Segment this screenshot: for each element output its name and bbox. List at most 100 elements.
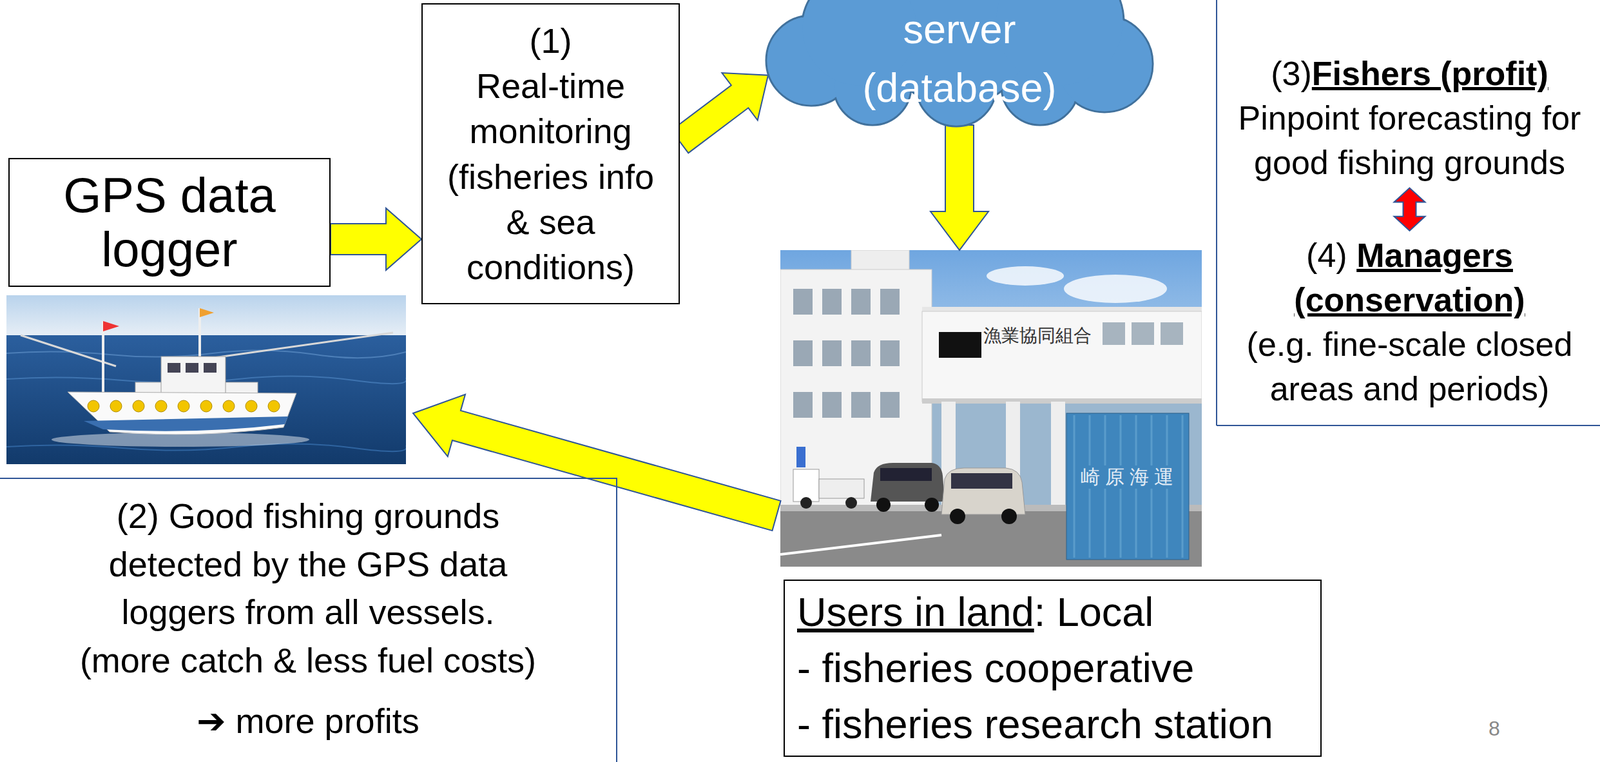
text-line: (2) Good fishing grounds detected by the…	[0, 491, 617, 637]
text-line: (more catch & less fuel costs)	[0, 636, 617, 685]
panel-border	[1215, 0, 1218, 426]
text-line: GPS data logger	[19, 168, 319, 276]
window	[185, 362, 199, 373]
window	[880, 340, 900, 367]
wheel	[924, 497, 939, 512]
node-text: Fishers (profit)	[1311, 54, 1549, 93]
window	[793, 340, 813, 367]
cloud-node: server (database)	[762, 0, 1157, 128]
car	[941, 467, 1026, 515]
truck-cab	[793, 469, 820, 502]
node-text: Pinpoint forecasting for good fishing gr…	[1238, 99, 1582, 182]
sea	[6, 335, 406, 464]
wheel	[800, 496, 812, 509]
window	[851, 288, 871, 315]
window	[1131, 322, 1155, 345]
node-text: Users in land	[797, 588, 1035, 635]
page-number: 8	[1488, 716, 1501, 741]
windows	[793, 288, 900, 418]
flag	[103, 320, 120, 332]
node-text: 漁業協同組合	[983, 324, 1092, 347]
node-text: (1)	[529, 21, 573, 60]
wheel	[845, 496, 858, 509]
fender	[222, 400, 235, 412]
car	[870, 462, 945, 502]
node-text: 崎原海運	[1079, 465, 1180, 489]
facade	[922, 311, 1202, 402]
window	[880, 391, 900, 418]
window	[793, 288, 813, 315]
node-text: (more catch & less fuel costs)	[79, 640, 537, 680]
window	[793, 391, 813, 418]
boat-photo	[6, 295, 406, 464]
node-text: Real-time monitoring (fisheries info & s…	[447, 66, 655, 287]
column	[1050, 401, 1066, 508]
node-text: (2) Good fishing grounds detected by the…	[98, 491, 518, 637]
sky	[6, 295, 406, 336]
hull	[67, 391, 297, 435]
window	[822, 391, 842, 418]
text-node: (4)Managers (conservation)(e.g. fine-sca…	[1224, 233, 1595, 412]
node-text: (e.g. fine-scale closed areas and period…	[1246, 325, 1573, 408]
block-arrow	[671, 72, 769, 153]
text-line: (3)Fishers (profit)	[1229, 51, 1590, 97]
building-photo	[780, 250, 1202, 567]
block-arrow	[930, 125, 989, 251]
block-arrow	[330, 208, 422, 270]
building-block	[780, 269, 932, 508]
panel-border	[1216, 424, 1600, 426]
text-panel: (2) Good fishing grounds detected by the…	[0, 477, 618, 762]
node-text: - fisheries research station	[797, 701, 1274, 747]
fender	[245, 400, 258, 412]
outrigger-pole	[20, 335, 116, 367]
text-line: ➔ more profits	[0, 696, 617, 745]
car-window	[880, 467, 932, 481]
node-text: (3)	[1270, 54, 1312, 93]
node-text: GPS data logger	[63, 167, 276, 277]
text-line: Pinpoint forecasting for good fishing gr…	[1229, 96, 1590, 185]
outrigger-pole	[199, 332, 394, 360]
flag	[199, 308, 214, 318]
text-line: (e.g. fine-scale closed areas and period…	[1229, 322, 1590, 412]
road-marking	[780, 534, 942, 555]
process-box: Users in land: Local- fisheries cooperat…	[783, 579, 1322, 757]
cloud	[986, 266, 1064, 286]
fenders	[87, 400, 280, 412]
sign-post	[796, 446, 806, 468]
car-window	[951, 472, 1013, 489]
fender	[155, 400, 167, 412]
fender	[87, 400, 100, 412]
window	[851, 391, 871, 418]
wheel	[876, 497, 891, 512]
truck-bed	[819, 478, 865, 499]
text-line: server (database)	[843, 0, 1076, 118]
mast	[101, 320, 105, 399]
process-box: GPS data logger	[8, 157, 331, 287]
rib	[1181, 414, 1184, 558]
block-arrow	[1394, 188, 1426, 232]
container-ribs	[1074, 414, 1183, 558]
window	[203, 362, 217, 373]
fender	[110, 400, 122, 412]
text-line: Real-time monitoring (fisheries info & s…	[438, 63, 664, 290]
window	[822, 340, 842, 367]
fender	[200, 400, 213, 412]
fender	[268, 400, 280, 412]
window	[1102, 322, 1126, 345]
process-box: (1) Real-time monitoring (fisheries info …	[421, 3, 680, 305]
cloud	[1063, 274, 1167, 303]
window	[1160, 322, 1184, 345]
hull-stripe	[83, 416, 289, 432]
node-text: ➔ more profits	[196, 701, 419, 740]
wake	[51, 432, 310, 447]
container	[1066, 413, 1189, 560]
text-line: (4)Managers (conservation)	[1229, 233, 1590, 323]
wheel	[949, 508, 966, 524]
node-text: server (database)	[862, 6, 1057, 111]
rib	[1073, 414, 1076, 558]
photo-node: 漁業協同組合崎原海運	[780, 250, 1202, 567]
wheel	[1001, 508, 1017, 524]
text-line: - fisheries research station	[797, 695, 1309, 752]
text-node: (3)Fishers (profit)Pinpoint forecasting …	[1224, 51, 1595, 185]
